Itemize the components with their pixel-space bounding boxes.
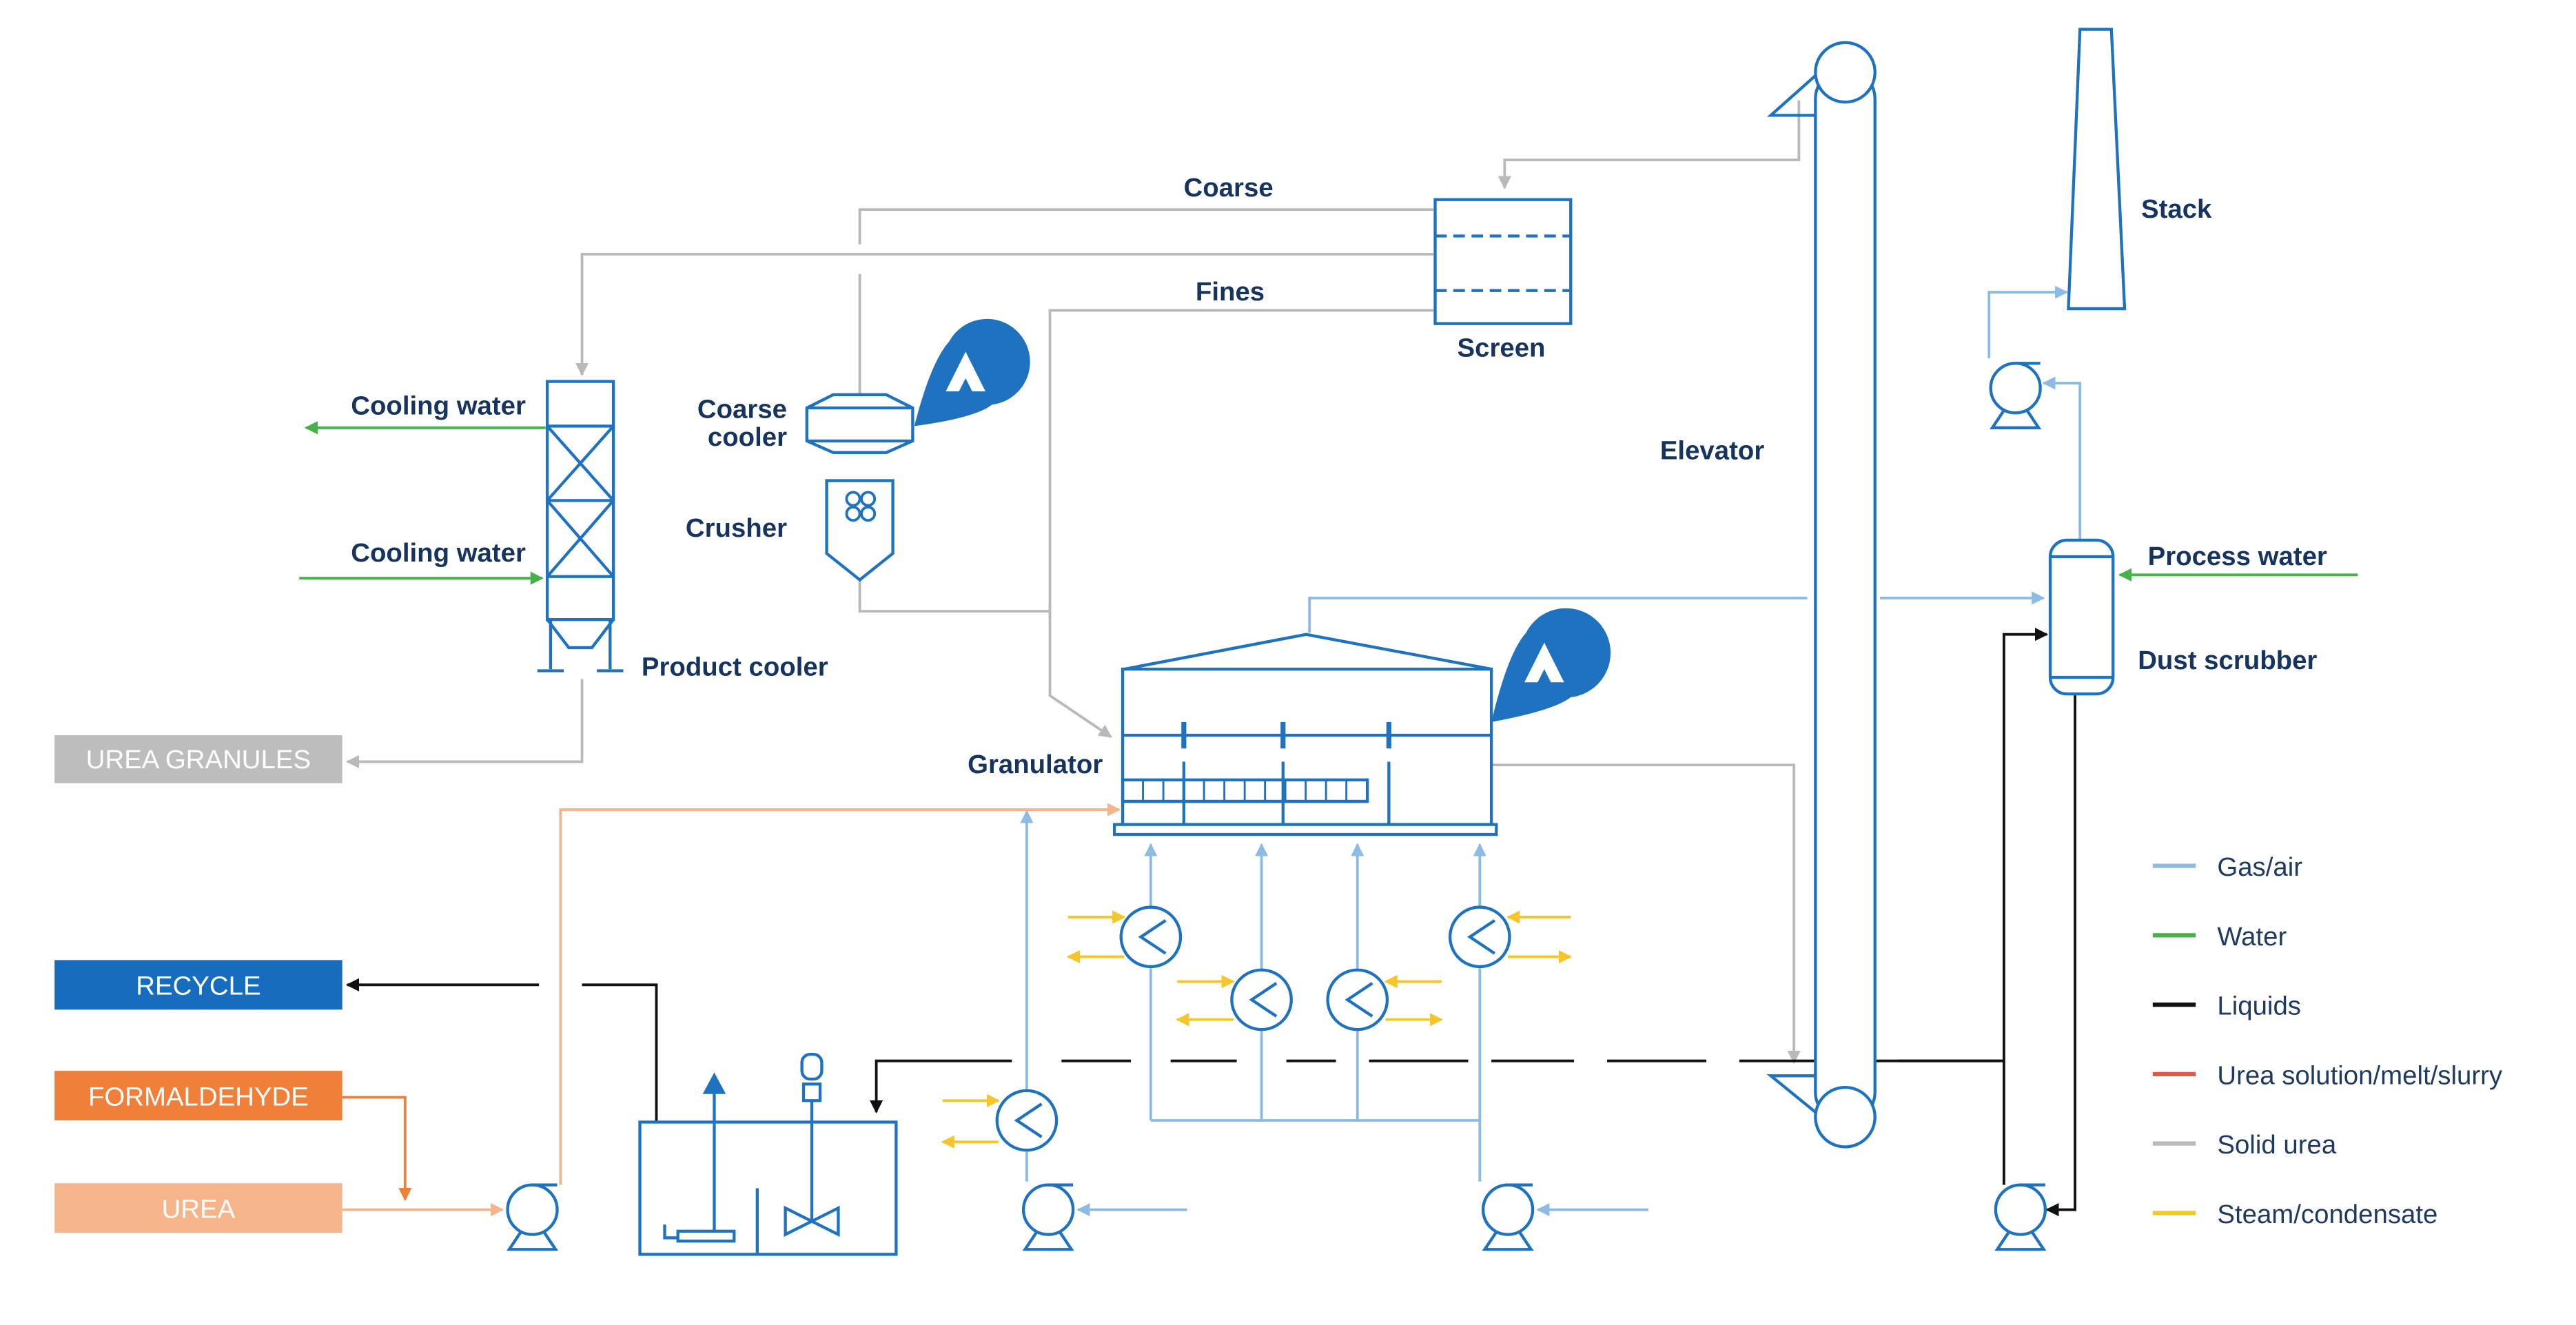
pump-icon xyxy=(506,1183,559,1251)
brand-logo-icon xyxy=(914,318,1030,427)
legend-item: Urea solution/melt/slurry xyxy=(2152,1060,2503,1090)
solid-urea-lines xyxy=(345,100,1801,1065)
coarse-cooler xyxy=(805,393,914,454)
legend-item: Water xyxy=(2152,922,2287,952)
granulator xyxy=(1112,633,1498,836)
label-product-cooler: Product cooler xyxy=(642,653,828,682)
pump-icon xyxy=(1481,1183,1535,1251)
crusher xyxy=(825,479,895,582)
label-process-water: Process water xyxy=(2148,542,2327,571)
elevator xyxy=(1766,41,1877,1149)
legend-label: Steam/condensate xyxy=(2217,1200,2437,1229)
urea-granules-box: UREA GRANULES xyxy=(54,735,343,783)
legend-item: Solid urea xyxy=(2152,1130,2337,1160)
agitator-icon xyxy=(663,1072,736,1243)
heat-exchanger-icon xyxy=(1230,968,1293,1031)
label-cooling-water-in: Cooling water xyxy=(351,538,526,568)
label-screen: Screen xyxy=(1458,333,1546,363)
heat-exchanger-icon xyxy=(1448,905,1511,969)
label-coarse-cooler-2: cooler xyxy=(708,422,787,452)
screen xyxy=(1433,198,1573,325)
label-coarse-cooler-1: Coarse xyxy=(697,394,787,424)
label-granulator: Granulator xyxy=(968,750,1103,779)
heat-exchanger-icon xyxy=(995,1089,1059,1152)
label-dust-scrubber: Dust scrubber xyxy=(2138,646,2317,675)
label-cooling-water-out: Cooling water xyxy=(351,391,526,421)
legend-label: Gas/air xyxy=(2217,852,2302,882)
recycle-box: RECYCLE xyxy=(54,960,343,1010)
labels: Coarse Fines Screen Stack Elevator Coars… xyxy=(351,173,2327,779)
water-lines xyxy=(299,421,2358,585)
formaldehyde-label: FORMALDEHYDE xyxy=(88,1082,309,1111)
heat-exchanger-icon xyxy=(1326,968,1389,1031)
urea-label: UREA xyxy=(162,1195,236,1224)
heat-exchanger-icon xyxy=(1119,905,1183,969)
label-crusher: Crusher xyxy=(686,513,787,543)
crusher-rollers-icon xyxy=(845,491,877,522)
label-fines: Fines xyxy=(1196,277,1265,307)
label-coarse: Coarse xyxy=(1184,173,1274,203)
valve-icon xyxy=(784,1052,840,1237)
urea-granules-label: UREA GRANULES xyxy=(86,745,311,774)
stream-boxes: UREA GRANULES RECYCLE FORMALDEHYDE UREA xyxy=(54,735,343,1233)
equipment xyxy=(506,28,2127,1256)
brand-logo-icon xyxy=(1491,608,1611,722)
pump-icon xyxy=(1021,1183,1075,1251)
stack xyxy=(2067,28,2127,311)
legend-label: Water xyxy=(2217,922,2287,952)
gas-air-lines xyxy=(1020,285,2082,1217)
product-cooler xyxy=(537,380,624,672)
mixing-tank xyxy=(638,1052,898,1256)
formaldehyde-box: FORMALDEHYDE xyxy=(54,1071,343,1121)
feed-lines xyxy=(342,803,1121,1217)
legend-item: Gas/air xyxy=(2152,852,2302,882)
urea-box: UREA xyxy=(54,1183,343,1233)
legend-label: Liquids xyxy=(2217,992,2301,1021)
legend-item: Liquids xyxy=(2152,992,2301,1021)
label-elevator: Elevator xyxy=(1660,435,1765,465)
recycle-label: RECYCLE xyxy=(136,972,260,1001)
pump-icon xyxy=(1994,1183,2047,1251)
dust-scrubber xyxy=(2048,538,2115,696)
steam-lines xyxy=(941,910,1573,1149)
legend-label: Urea solution/melt/slurry xyxy=(2217,1060,2503,1090)
legend-item: Steam/condensate xyxy=(2152,1200,2437,1229)
label-stack: Stack xyxy=(2141,194,2212,224)
legend-label: Solid urea xyxy=(2217,1130,2336,1160)
pump-icon xyxy=(1989,362,2042,429)
